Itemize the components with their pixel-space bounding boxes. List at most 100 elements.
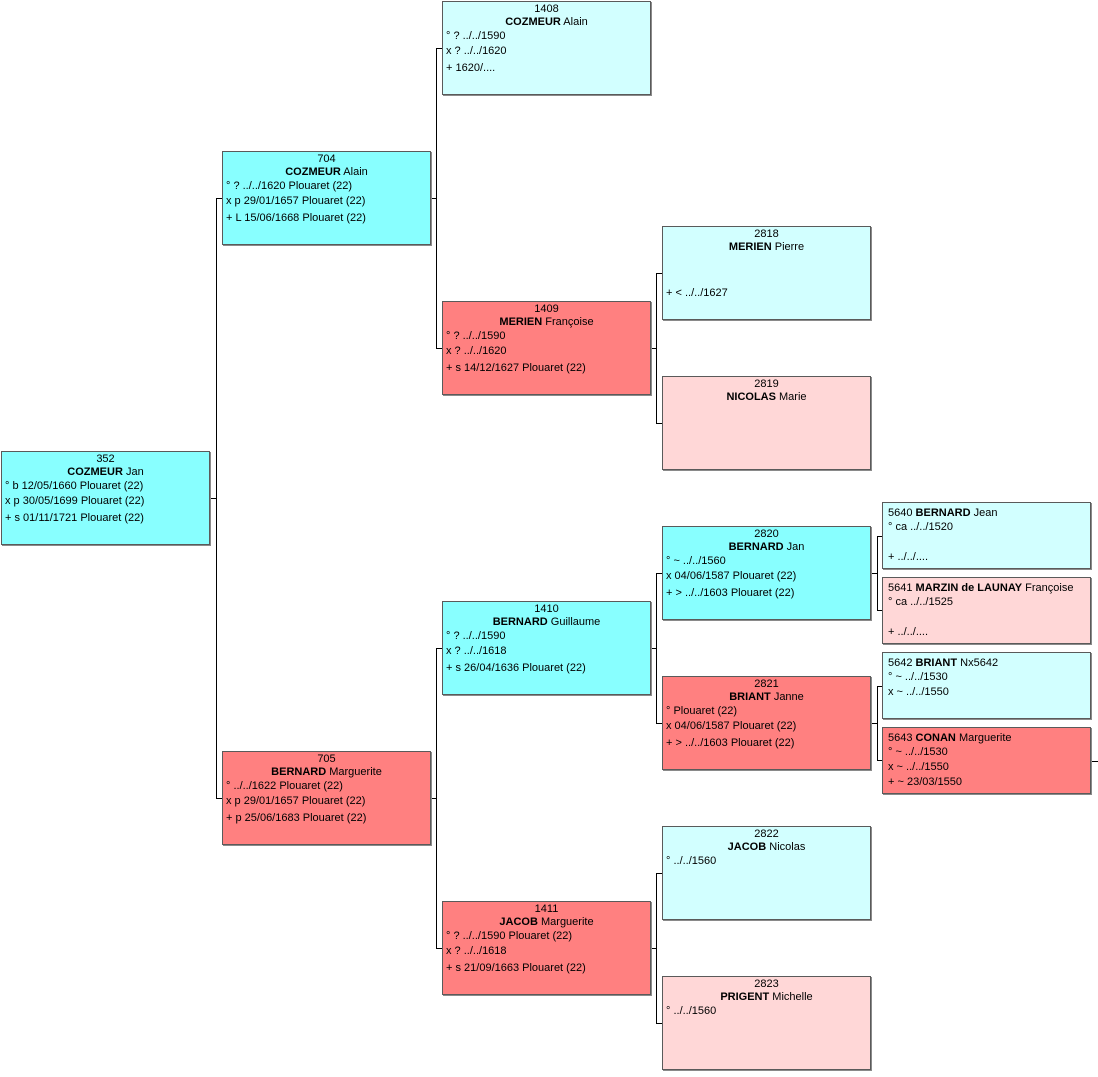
person-name: BRIANT Janne (729, 691, 804, 703)
person-name: BERNARD Marguerite (271, 766, 382, 778)
sosa-number: 1409 (534, 303, 559, 315)
birth-line: ° ../../1560 (666, 855, 717, 867)
birth-line: ° ? ../../1590 (446, 330, 506, 342)
marriage-line (663, 418, 870, 435)
death-line (663, 1035, 870, 1052)
sosa-number: 5642 (888, 657, 913, 669)
sosa-number: 705 (317, 753, 336, 765)
birth-line: ° ? ../../1590 Plouaret (22) (446, 930, 573, 942)
person-box-1410[interactable]: 1410 BERNARD Guillaume ° ? ../../1590 x … (442, 601, 651, 695)
sosa-number: 2823 (754, 978, 779, 990)
marriage-line: x ? ../../1618 (446, 645, 507, 657)
person-name: JACOB Nicolas (727, 841, 806, 853)
person-name: BERNARD Guillaume (492, 616, 601, 628)
person-box-352[interactable]: 352 COZMEUR Jan ° b 12/05/1660 Plouaret … (1, 451, 210, 545)
marriage-line: x p 30/05/1699 Plouaret (22) (5, 495, 145, 507)
person-box-5640[interactable]: 5640 BERNARD Jean ° ca ../../1520 + ../.… (882, 502, 1091, 569)
person-box-2820[interactable]: 2820 BERNARD Jan ° ~ ../../1560 x 04/06/… (662, 526, 871, 620)
death-line: + ../../.... (888, 626, 929, 638)
marriage-line (883, 610, 1090, 625)
death-line: + s 01/11/1721 Plouaret (22) (5, 512, 144, 524)
sosa-number: 2818 (754, 228, 779, 240)
marriage-line (883, 535, 1090, 550)
birth-line: ° ? ../../1590 (446, 30, 506, 42)
death-line: + ~ 23/03/1550 (888, 776, 963, 788)
death-line: + > ../../1603 Plouaret (22) (666, 587, 795, 599)
person-box-704[interactable]: 704 COZMEUR Alain ° ? ../../1620 Plouare… (222, 151, 431, 245)
birth-line: ° ? ../../1590 (446, 630, 506, 642)
marriage-line: x ~ ../../1550 (888, 686, 949, 698)
connector-352-704 (216, 198, 223, 799)
death-line: + > ../../1603 Plouaret (22) (666, 737, 795, 749)
sosa-number: 2821 (754, 678, 779, 690)
person-name: COZMEUR Jan (67, 466, 144, 478)
birth-line: ° ca ../../1520 (888, 521, 953, 533)
sosa-number: 2822 (754, 828, 779, 840)
birth-line: ° ? ../../1620 Plouaret (22) (226, 180, 353, 192)
marriage-line: x ? ../../1618 (446, 945, 507, 957)
marriage-line (663, 1018, 870, 1035)
person-box-2818[interactable]: 2818 MERIEN Pierre + < ../../1627 (662, 226, 871, 320)
sosa-number: 5640 (888, 507, 913, 519)
marriage-line: x ? ../../1620 (446, 45, 507, 57)
marriage-line: x ? ../../1620 (446, 345, 507, 357)
sosa-number: 1408 (534, 3, 559, 15)
sosa-number: 5643 (888, 732, 913, 744)
sosa-number: 2820 (754, 528, 779, 540)
birth-line (663, 254, 870, 268)
person-name: BERNARD Jan (728, 541, 805, 553)
death-line: + < ../../1627 (666, 287, 728, 299)
birth-line: ° ~ ../../1530 (888, 671, 948, 683)
death-line: + s 14/12/1627 Plouaret (22) (446, 362, 586, 374)
person-box-2822[interactable]: 2822 JACOB Nicolas ° ../../1560 (662, 826, 871, 920)
marriage-line: x p 29/01/1657 Plouaret (22) (226, 195, 366, 207)
person-box-2821[interactable]: 2821 BRIANT Janne ° Plouaret (22) x 04/0… (662, 676, 871, 770)
sosa-number: 5641 (888, 582, 913, 594)
person-name: MERIEN Françoise (499, 316, 594, 328)
person-header: 5640 BERNARD Jean (888, 507, 998, 519)
marriage-line: x 04/06/1587 Plouaret (22) (666, 720, 797, 732)
death-line: + L 15/06/1668 Plouaret (22) (226, 212, 366, 224)
marriage-line: x 04/06/1587 Plouaret (22) (666, 570, 797, 582)
death-line: + 1620/.... (446, 62, 496, 74)
person-box-1408[interactable]: 1408 COZMEUR Alain ° ? ../../1590 x ? ..… (442, 1, 651, 95)
person-name: JACOB Marguerite (499, 916, 594, 928)
birth-line: ° ca ../../1525 (888, 596, 953, 608)
death-line (663, 435, 870, 452)
death-line (883, 700, 1090, 715)
sosa-number: 1411 (534, 903, 559, 915)
sosa-number: 2819 (754, 378, 779, 390)
marriage-line (663, 268, 870, 285)
marriage-line (663, 868, 870, 885)
person-name: NICOLAS Marie (726, 391, 807, 403)
person-box-705[interactable]: 705 BERNARD Marguerite ° ../../1622 Plou… (222, 751, 431, 845)
person-box-1409[interactable]: 1409 MERIEN Françoise ° ? ../../1590 x ?… (442, 301, 651, 395)
death-line (663, 885, 870, 902)
birth-line (663, 404, 870, 418)
birth-line: ° ~ ../../1560 (666, 555, 726, 567)
person-box-5642[interactable]: 5642 BRIANT Nx5642 ° ~ ../../1530 x ~ ..… (882, 652, 1091, 719)
death-line: + s 21/09/1663 Plouaret (22) (446, 962, 586, 974)
sosa-number: 1410 (534, 603, 559, 615)
person-box-2819[interactable]: 2819 NICOLAS Marie (662, 376, 871, 470)
person-name: COZMEUR Alain (285, 166, 368, 178)
person-name: MERIEN Pierre (728, 241, 805, 253)
birth-line: ° ~ ../../1530 (888, 746, 948, 758)
birth-line: ° Plouaret (22) (666, 705, 738, 717)
birth-line: ° ../../1622 Plouaret (22) (226, 780, 343, 792)
birth-line: ° b 12/05/1660 Plouaret (22) (5, 480, 144, 492)
person-name: COZMEUR Alain (505, 16, 588, 28)
person-header: 5643 CONAN Marguerite (888, 732, 1012, 744)
person-box-5643[interactable]: 5643 CONAN Marguerite ° ~ ../../1530 x ~… (882, 727, 1091, 794)
person-box-5641[interactable]: 5641 MARZIN de LAUNAY Françoise ° ca ../… (882, 577, 1091, 644)
birth-line: ° ../../1560 (666, 1005, 717, 1017)
person-box-2823[interactable]: 2823 PRIGENT Michelle ° ../../1560 (662, 976, 871, 1070)
death-line: + ../../.... (888, 551, 929, 563)
person-box-1411[interactable]: 1411 JACOB Marguerite ° ? ../../1590 Plo… (442, 901, 651, 995)
sosa-number: 704 (317, 153, 336, 165)
marriage-line: x p 29/01/1657 Plouaret (22) (226, 795, 366, 807)
person-name: PRIGENT Michelle (720, 991, 813, 1003)
person-header: 5641 MARZIN de LAUNAY Françoise (888, 582, 1074, 594)
